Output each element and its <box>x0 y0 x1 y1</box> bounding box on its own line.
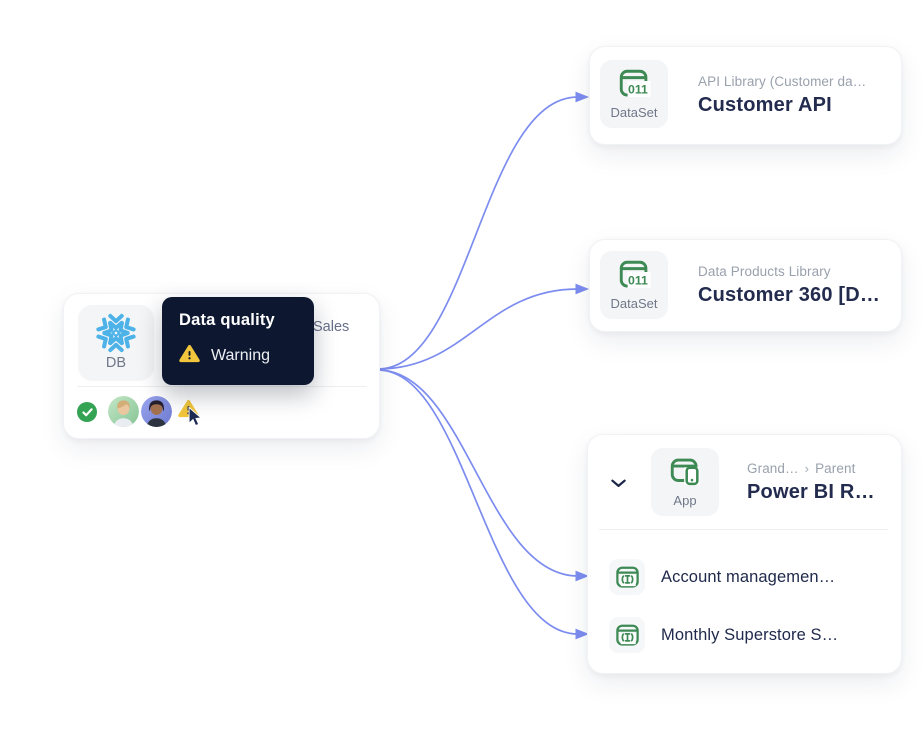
node-title: Customer 360 [D… <box>698 284 881 306</box>
child-node-title: Account managemen… <box>661 567 836 586</box>
tooltip-status-text: Warning <box>211 347 270 364</box>
data-quality-tooltip: Data quality Warning <box>162 297 314 385</box>
node-dataset-customer-360[interactable]: 011 DataSet Data Products Library Custom… <box>589 239 902 332</box>
edge-to-customer-api <box>377 91 590 370</box>
verified-check-icon[interactable] <box>77 402 97 422</box>
database-subtitle: Sales <box>313 319 350 335</box>
dataset-type-label: DataSet <box>610 105 658 120</box>
app-node-header: App Grand… › Parent Power BI R… <box>588 435 901 529</box>
node-breadcrumb: API Library (Customer da… <box>698 74 867 89</box>
avatar-owner-1[interactable] <box>108 396 139 427</box>
snowflake-icon <box>96 313 136 353</box>
breadcrumb: Grand… › Parent <box>747 461 875 476</box>
dataset-type-label: DataSet <box>610 296 658 311</box>
divider <box>77 386 367 387</box>
node-title: Customer API <box>698 94 832 116</box>
breadcrumb-parent[interactable]: Parent <box>815 460 856 476</box>
app-icon-box: App <box>651 448 719 516</box>
mouse-cursor <box>185 406 203 433</box>
child-node-report-2[interactable]: Monthly Superstore S… <box>609 617 838 653</box>
edge-to-monthly-superstore <box>377 369 590 640</box>
chevron-down-icon[interactable] <box>611 475 626 493</box>
dataset-icon: 011 <box>619 69 651 98</box>
node-title: Power BI R… <box>747 480 875 503</box>
node-breadcrumb: Data Products Library <box>698 264 831 279</box>
edge-to-account-management <box>377 369 590 582</box>
node-dataset-customer-api[interactable]: 011 DataSet API Library (Customer da… Cu… <box>589 46 902 145</box>
report-icon <box>609 559 645 595</box>
dataset-icon: 011 <box>619 260 651 289</box>
database-type-label: DB <box>105 354 127 371</box>
dataset-icon-box: 011 DataSet <box>600 60 668 128</box>
breadcrumb-grandparent[interactable]: Grand… <box>747 460 799 476</box>
app-icon <box>670 458 700 486</box>
svg-text:011: 011 <box>628 82 648 96</box>
avatar-owner-2[interactable] <box>141 396 172 427</box>
breadcrumb-separator-icon: › <box>804 460 810 476</box>
node-app-powerbi[interactable]: App Grand… › Parent Power BI R… <box>587 434 902 674</box>
divider <box>599 529 888 530</box>
report-icon <box>609 617 645 653</box>
database-icon-box: DB <box>78 305 154 381</box>
edge-to-customer-360 <box>377 283 590 370</box>
warning-triangle-icon <box>179 344 200 368</box>
dataset-icon-box: 011 DataSet <box>600 251 668 319</box>
app-type-label: App <box>673 493 697 508</box>
child-node-title: Monthly Superstore S… <box>661 625 839 644</box>
svg-text:011: 011 <box>628 273 648 287</box>
child-node-report-1[interactable]: Account managemen… <box>609 559 835 595</box>
tooltip-title: Data quality <box>179 311 275 329</box>
